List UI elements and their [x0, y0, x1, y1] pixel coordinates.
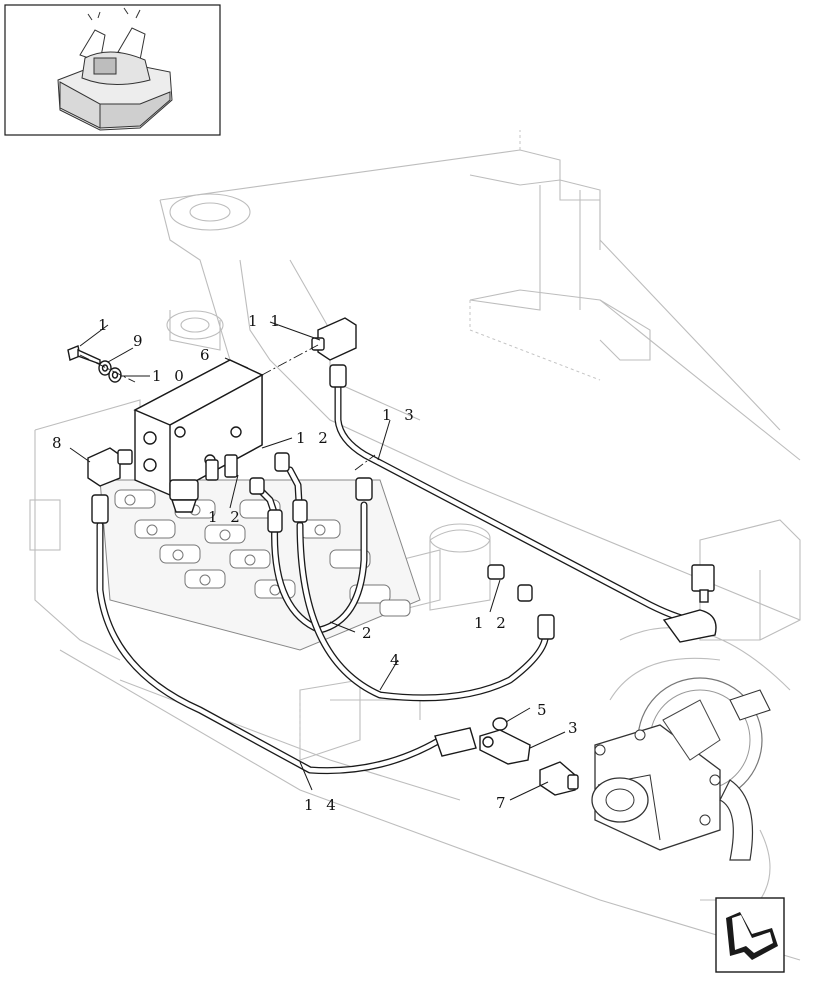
- callout-6: 6: [200, 346, 214, 364]
- callout-12-lower: 1 2: [208, 508, 244, 526]
- leader-lines: [69, 321, 566, 801]
- machine-frame-ghost: [29, 130, 801, 961]
- callout-5: 5: [537, 701, 551, 719]
- callout-11: 1 1: [248, 312, 284, 330]
- elbow-fitting-8[interactable]: [87, 447, 133, 487]
- callout-14: 1 4: [304, 796, 340, 814]
- callout-10: 1 0: [152, 367, 188, 385]
- callout-7: 7: [496, 794, 510, 812]
- plug-5[interactable]: [492, 717, 508, 731]
- elbow-fitting-11[interactable]: [311, 317, 357, 361]
- hose-fittings: [91, 364, 717, 757]
- callout-2: 2: [362, 624, 376, 642]
- callout-labels: 1 9 1 0 6 1 1 8 1 2 1 2 1 2 1 3 2 4 5 3 …: [52, 312, 582, 814]
- hydraulic-pump: [591, 677, 771, 861]
- adapter-3[interactable]: [479, 729, 531, 765]
- callout-9: 9: [133, 332, 147, 350]
- callout-12-right: 1 2: [474, 614, 510, 632]
- bolt-1[interactable]: [67, 345, 101, 365]
- return-arrow-icon[interactable]: [715, 897, 785, 973]
- control-valve-bank: [99, 479, 421, 651]
- callout-3: 3: [568, 719, 582, 737]
- washer-10[interactable]: [108, 367, 122, 383]
- callout-12-upper: 1 2: [296, 429, 332, 447]
- callout-1: 1: [98, 316, 112, 334]
- machine-overview-icon[interactable]: [4, 4, 221, 136]
- valve-block[interactable]: [133, 359, 264, 513]
- callout-13: 1 3: [382, 406, 418, 424]
- callout-8: 8: [52, 434, 66, 452]
- callout-4: 4: [390, 651, 404, 669]
- adapter-7[interactable]: [539, 761, 579, 796]
- washer-9[interactable]: [98, 360, 112, 376]
- hose-4[interactable]: [296, 521, 550, 702]
- hose-14[interactable]: [96, 521, 444, 775]
